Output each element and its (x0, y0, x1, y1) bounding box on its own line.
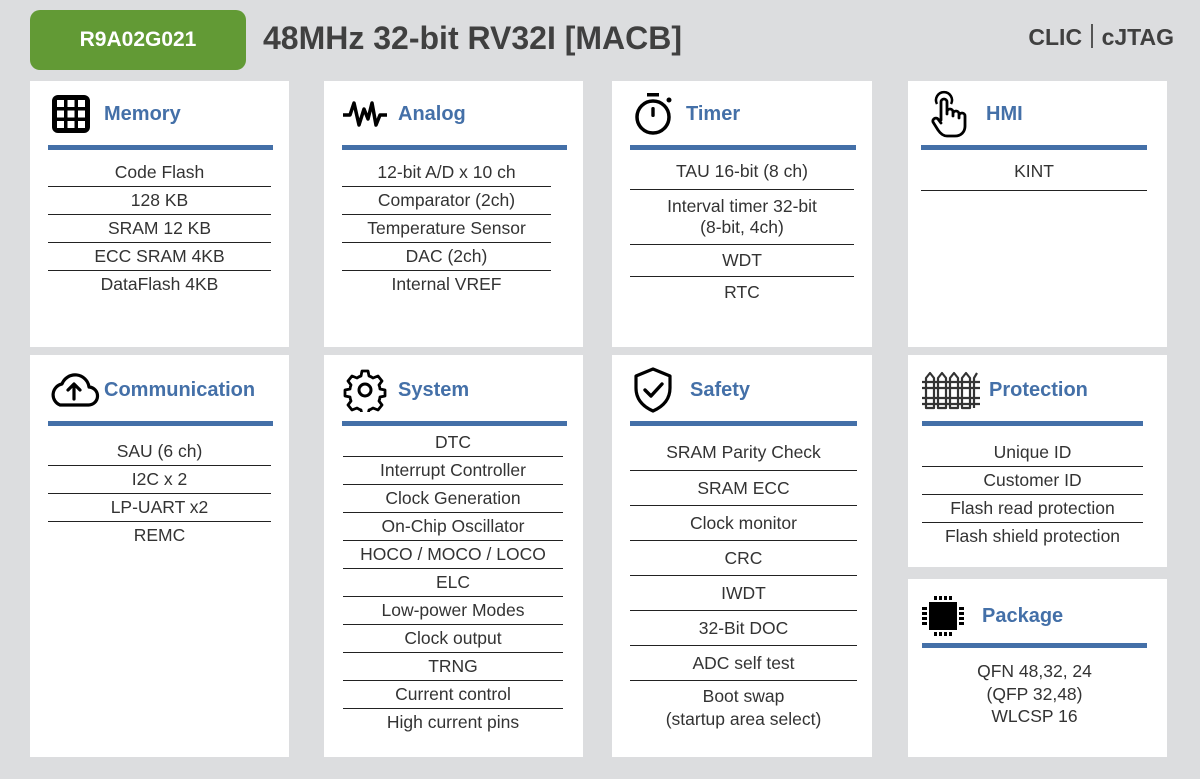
divider (630, 421, 857, 426)
divider (921, 145, 1147, 150)
list-item: 32-Bit DOC (630, 611, 857, 646)
divider (48, 145, 273, 150)
communication-block: Communication SAU (6 ch) I2C x 2 LP-UART… (30, 355, 289, 757)
list-item: 12-bit A/D x 10 ch (342, 159, 551, 187)
list-item: ELC (343, 569, 563, 597)
waveform-icon (342, 91, 388, 137)
divider (922, 643, 1147, 648)
list-item: Temperature Sensor (342, 215, 551, 243)
list-item: CRC (630, 541, 857, 576)
part-number-badge: R9A02G021 (30, 10, 246, 70)
list-item: Current control (343, 681, 563, 709)
list-item: TAU 16-bit (8 ch) (630, 157, 854, 190)
list-item: High current pins (386, 712, 520, 732)
touch-hand-icon (926, 90, 972, 138)
separator (1091, 24, 1093, 48)
list-item: Clock Generation (343, 485, 563, 513)
list-item: SAU (6 ch) (48, 438, 271, 466)
list-item: REMC (133, 525, 186, 545)
grid-icon (48, 91, 94, 137)
list-item: SRAM ECC (630, 471, 857, 506)
package-block: Package QFN 48,32, 24 (QFP 32,48) WLCSP … (908, 579, 1167, 757)
list-item: KINT (921, 157, 1147, 191)
extra-clic: CLIC (1028, 24, 1083, 50)
hmi-block: HMI KINT (908, 81, 1167, 347)
list-item: IWDT (630, 576, 857, 611)
gear-icon (342, 367, 388, 413)
list-item: Clock output (343, 625, 563, 653)
list-item: Flash shield protection (944, 526, 1121, 546)
divider (48, 421, 273, 426)
list-item: Flash read protection (922, 495, 1143, 523)
memory-block: Memory Code Flash 128 KB SRAM 12 KB ECC … (30, 81, 289, 347)
stopwatch-icon (630, 91, 676, 137)
list-item: Customer ID (922, 467, 1143, 495)
list-item: DataFlash 4KB (100, 274, 219, 294)
memory-title: Memory (104, 102, 181, 125)
safety-title: Safety (690, 378, 751, 401)
timer-title: Timer (686, 102, 741, 125)
divider (342, 421, 567, 426)
timer-block: Timer TAU 16-bit (8 ch) Interval timer 3… (612, 81, 872, 347)
part-number: R9A02G021 (79, 28, 197, 51)
hmi-title: HMI (986, 102, 1023, 125)
safety-block: Safety SRAM Parity Check SRAM ECC Clock … (612, 355, 872, 757)
list-item: ADC self test (630, 646, 857, 681)
list-item: SRAM Parity Check (630, 436, 857, 471)
list-item: Code Flash (48, 159, 271, 187)
list-item: Boot swap (startup area select) (665, 686, 822, 729)
list-item: On-Chip Oscillator (343, 513, 563, 541)
list-item: LP-UART x2 (48, 494, 271, 522)
divider (342, 145, 567, 150)
list-item: TRNG (343, 653, 563, 681)
list-item: RTC (724, 282, 760, 302)
analog-title: Analog (398, 102, 466, 125)
list-item: ECC SRAM 4KB (48, 243, 271, 271)
list-item: HOCO / MOCO / LOCO (343, 541, 563, 569)
page-title: 48MHz 32-bit RV32I [MACB] (263, 20, 683, 56)
list-item: DTC (343, 429, 563, 457)
list-item: WDT (630, 245, 854, 277)
analog-block: Analog 12-bit A/D x 10 ch Comparator (2c… (324, 81, 583, 347)
fence-icon (921, 367, 981, 413)
divider (922, 421, 1143, 426)
core-extras: CLIC cJTAG (1028, 24, 1174, 51)
system-title: System (398, 378, 470, 401)
chip-icon (920, 593, 966, 639)
list-item: SRAM 12 KB (48, 215, 271, 243)
list-item: I2C x 2 (48, 466, 271, 494)
protection-title: Protection (989, 378, 1088, 401)
list-item: Internal VREF (391, 274, 502, 294)
extra-cjtag: cJTAG (1101, 24, 1174, 50)
list-item: QFN 48,32, 24 (977, 661, 1092, 681)
system-block: System DTC Interrupt Controller Clock Ge… (324, 355, 583, 757)
list-item: (QFP 32,48) (986, 683, 1083, 704)
list-item: Interval timer 32-bit (8-bit, 4ch) (630, 190, 854, 245)
list-item: Unique ID (922, 439, 1143, 467)
list-item: Clock monitor (630, 506, 857, 541)
list-item: Interrupt Controller (343, 457, 563, 485)
list-item: Low-power Modes (343, 597, 563, 625)
list-item: WLCSP 16 (991, 706, 1078, 726)
protection-block: Protection Unique ID Customer ID Flash r… (908, 355, 1167, 567)
package-title: Package (982, 604, 1064, 627)
communication-title: Communication (104, 378, 256, 401)
cloud-upload-icon (48, 367, 100, 413)
list-item: DAC (2ch) (342, 243, 551, 271)
divider (630, 145, 856, 150)
list-item: 128 KB (48, 187, 271, 215)
shield-check-icon (630, 367, 676, 413)
list-item: Comparator (2ch) (342, 187, 551, 215)
